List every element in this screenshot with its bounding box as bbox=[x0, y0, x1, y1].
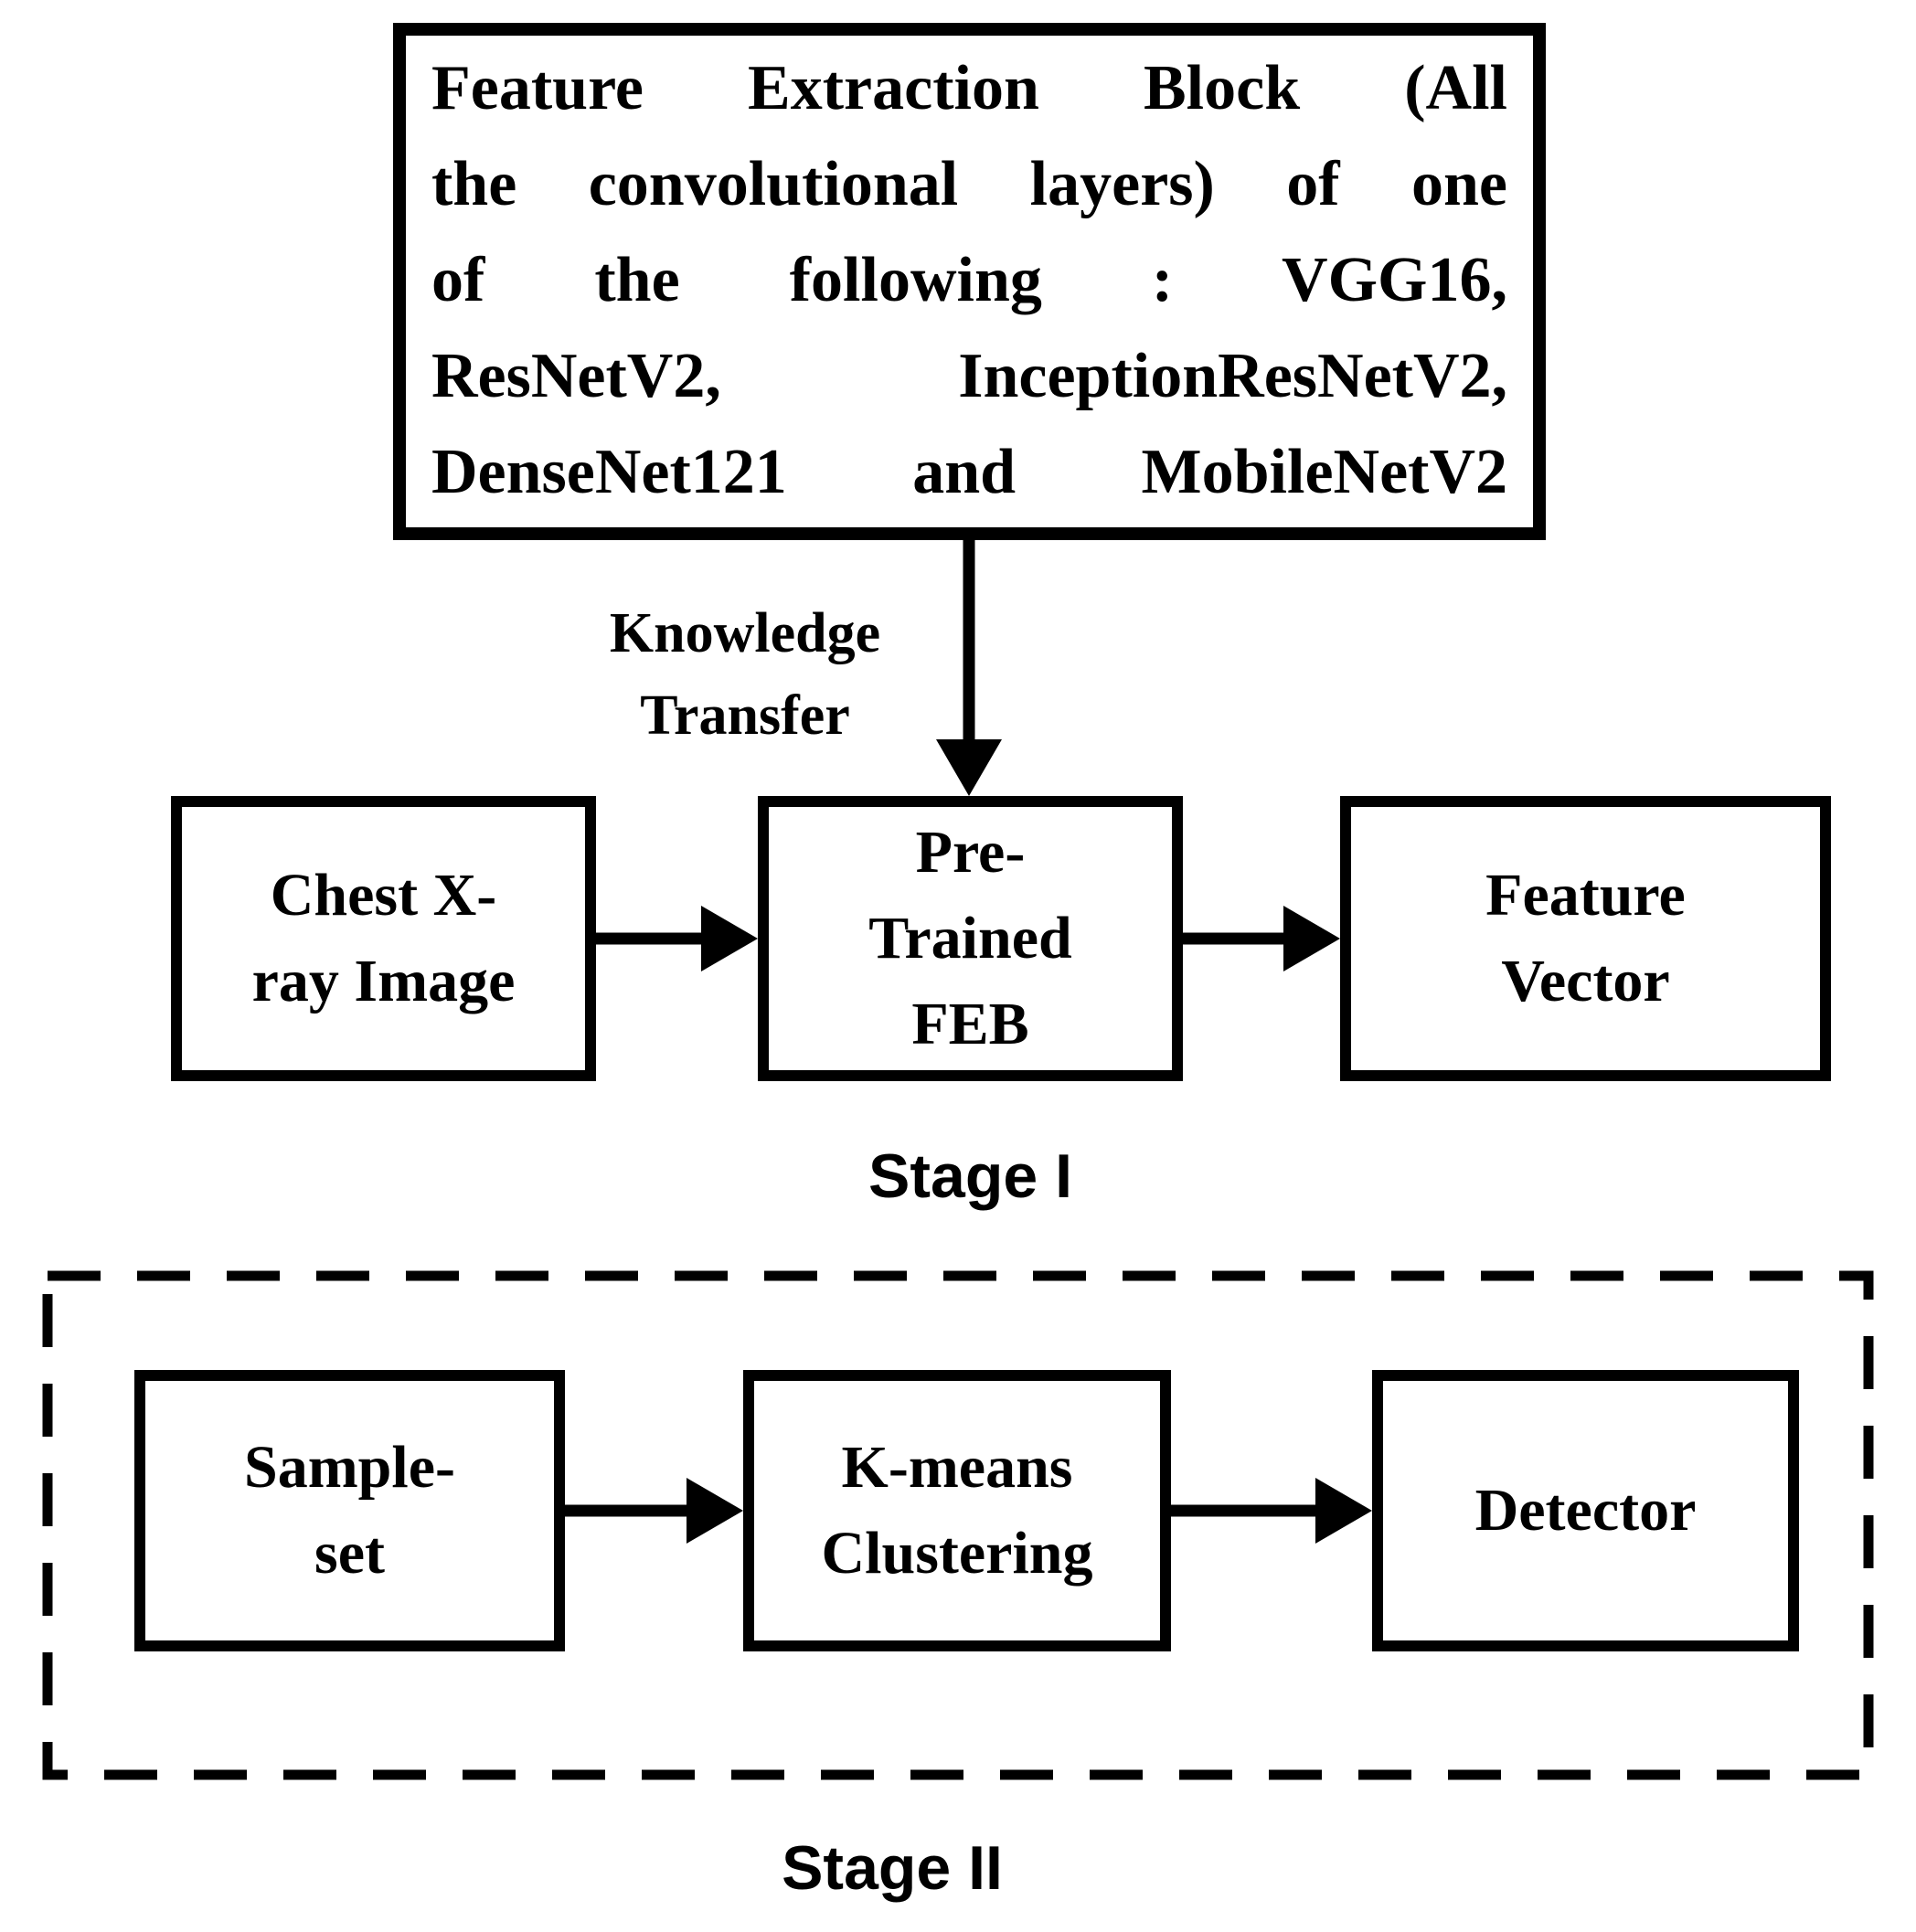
arrow-kmeans-to-detector bbox=[1171, 1478, 1372, 1544]
pretrained-feb-label: Pre- Trained FEB bbox=[868, 819, 1072, 1057]
detector-label: Detector bbox=[1474, 1477, 1697, 1544]
arrow-sampleset-to-kmeans bbox=[565, 1478, 743, 1544]
node-feature-extraction-block: Feature Extraction Block (All the convol… bbox=[393, 23, 1546, 540]
feature-vector-label: Feature Vector bbox=[1485, 862, 1686, 1014]
stage2-label: Stage II bbox=[782, 1833, 1003, 1903]
arrow-chest-to-feb bbox=[596, 906, 758, 971]
node-sample-set: Sample- set bbox=[134, 1370, 565, 1651]
chest-xray-image-label: Chest X- ray Image bbox=[251, 862, 516, 1014]
arrow-feb-to-feature-vector bbox=[1183, 906, 1340, 971]
node-pretrained-feb: Pre- Trained FEB bbox=[758, 796, 1183, 1081]
knowledge-transfer-label: Knowledge Transfer bbox=[609, 602, 881, 747]
stage1-label: Stage I bbox=[868, 1141, 1072, 1211]
knowledge-transfer-arrow bbox=[936, 540, 1002, 796]
kmeans-clustering-label: K-means Clustering bbox=[821, 1434, 1093, 1587]
feature-extraction-block-label: Feature Extraction Block (All the convol… bbox=[431, 53, 1507, 507]
stage2-boundary bbox=[42, 1270, 1874, 1780]
node-feature-vector: Feature Vector bbox=[1340, 796, 1831, 1081]
node-chest-xray-image: Chest X- ray Image bbox=[171, 796, 596, 1081]
node-kmeans-clustering: K-means Clustering bbox=[743, 1370, 1171, 1651]
node-detector: Detector bbox=[1372, 1370, 1799, 1651]
sample-set-label: Sample- set bbox=[244, 1434, 455, 1587]
